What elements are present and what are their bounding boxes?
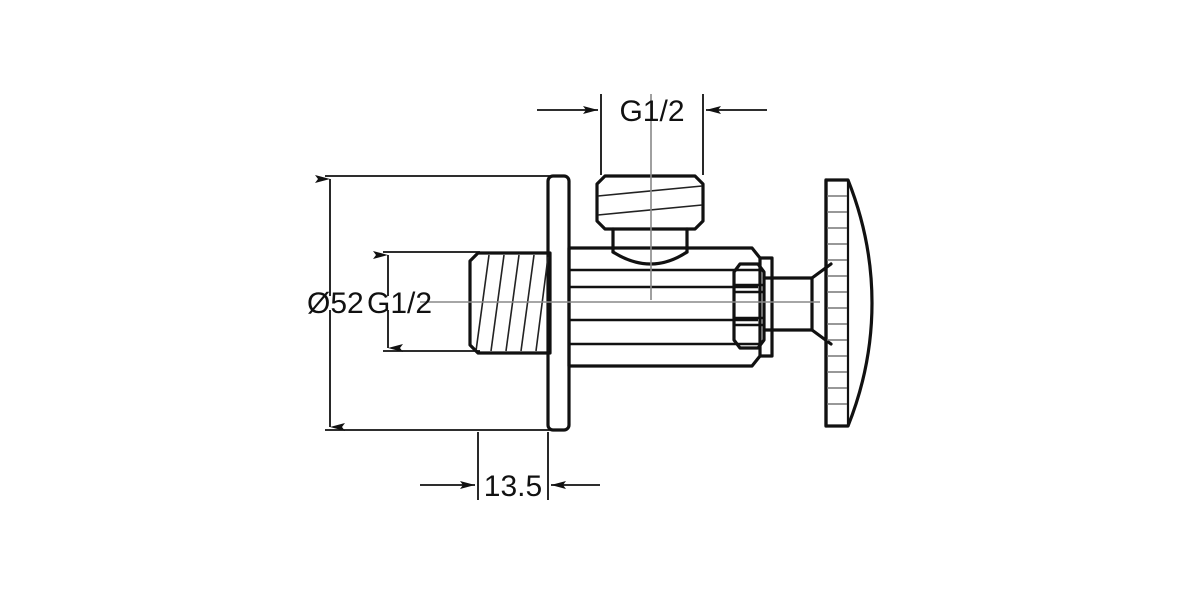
- handle-wheel-disc: [824, 178, 874, 428]
- outlet-neck: [611, 227, 689, 254]
- dim-label-flange-thickness: 13.5: [484, 470, 542, 503]
- section-hatch-and-detail-lines: [475, 185, 847, 405]
- hex-nut-facet-lines: [734, 283, 764, 327]
- outlet-thread-lines: [597, 185, 703, 216]
- threaded-inlet-nipple: [468, 251, 552, 355]
- bonnet-collar: [758, 256, 774, 358]
- centerlines: [420, 94, 820, 303]
- dimension-flange-diameter: [315, 175, 552, 431]
- dim-label-inlet-thread: G1/2: [367, 287, 432, 320]
- bonnet-hex-nut: [732, 262, 766, 350]
- dim-label-flange-diameter: Ø52: [307, 287, 364, 320]
- body-profile-lines: [569, 268, 760, 346]
- dimension-inlet-thread: [373, 251, 480, 352]
- dimension-flange-thickness: [420, 432, 600, 500]
- inlet-thread-lines: [475, 254, 549, 352]
- top-outlet-thread-nut: [595, 174, 705, 231]
- valve-assembly-geometry: [468, 174, 874, 432]
- valve-stem: [762, 276, 814, 332]
- handle-hub-cone: [810, 262, 833, 346]
- handle-knurl-ticks: [827, 195, 847, 405]
- dimension-top-outlet-thread: [537, 94, 767, 175]
- dim-label-top-outlet-thread: G1/2: [619, 95, 684, 128]
